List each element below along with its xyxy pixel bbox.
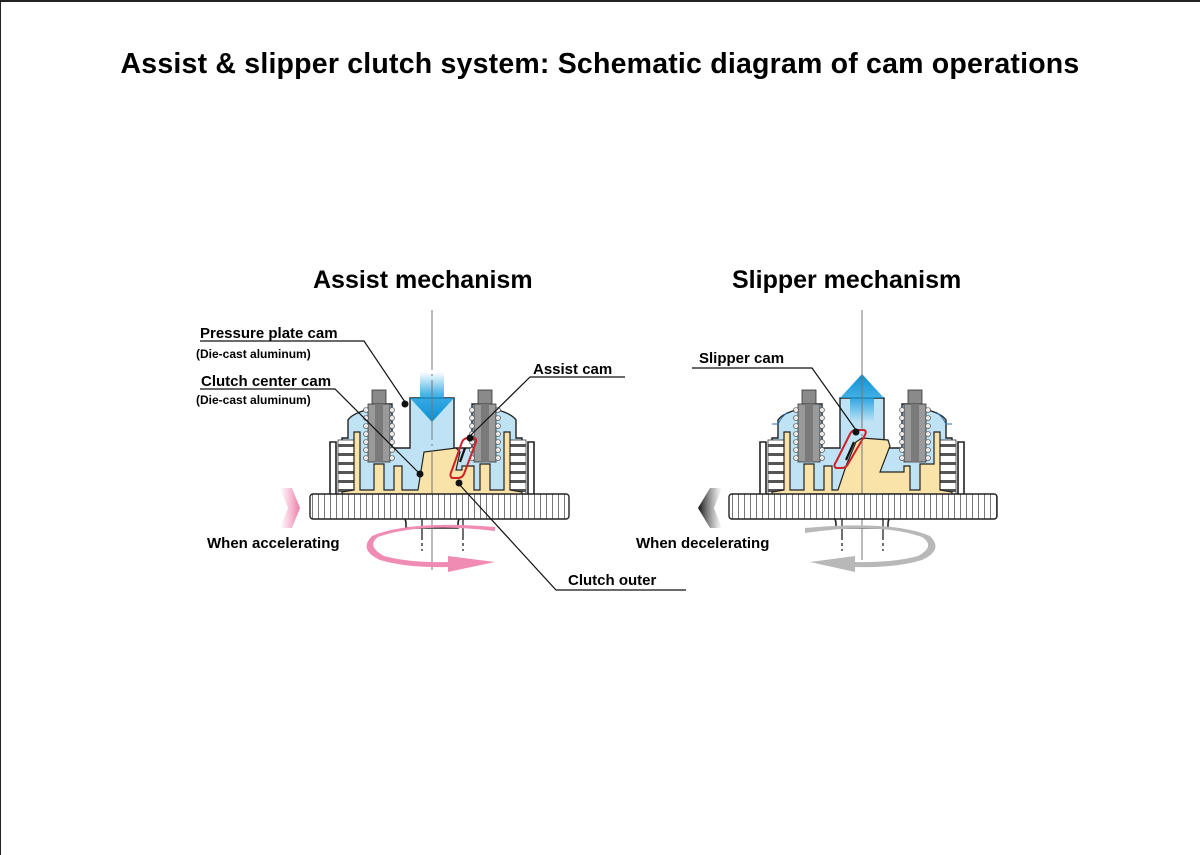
label-clutch-center-material: (Die-cast aluminum) bbox=[196, 393, 311, 407]
accelerate-force-arrow bbox=[280, 488, 300, 528]
assist-clutch-outer-gear bbox=[309, 493, 570, 520]
slipper-diagram bbox=[759, 310, 965, 570]
slipper-clutch-outer-gear bbox=[728, 493, 998, 520]
label-when-decelerating: When decelerating bbox=[636, 535, 770, 552]
assist-heading: Assist mechanism bbox=[313, 266, 533, 294]
label-when-accelerating: When accelerating bbox=[207, 535, 340, 552]
label-clutch-outer: Clutch outer bbox=[568, 572, 657, 589]
label-pressure-plate-material: (Die-cast aluminum) bbox=[196, 347, 311, 361]
main-title: Assist & slipper clutch system: Schemati… bbox=[120, 48, 1080, 80]
accelerate-rotation-arrow bbox=[366, 524, 495, 572]
assist-diagram bbox=[329, 310, 535, 570]
decelerate-rotation-arrow bbox=[805, 525, 936, 572]
label-clutch-center-cam: Clutch center cam bbox=[201, 373, 332, 390]
decelerate-force-arrow bbox=[698, 488, 722, 528]
label-assist-cam: Assist cam bbox=[533, 361, 613, 378]
label-pressure-plate-cam: Pressure plate cam bbox=[200, 325, 338, 342]
label-slipper-cam: Slipper cam bbox=[699, 350, 785, 367]
slipper-heading: Slipper mechanism bbox=[732, 266, 962, 294]
